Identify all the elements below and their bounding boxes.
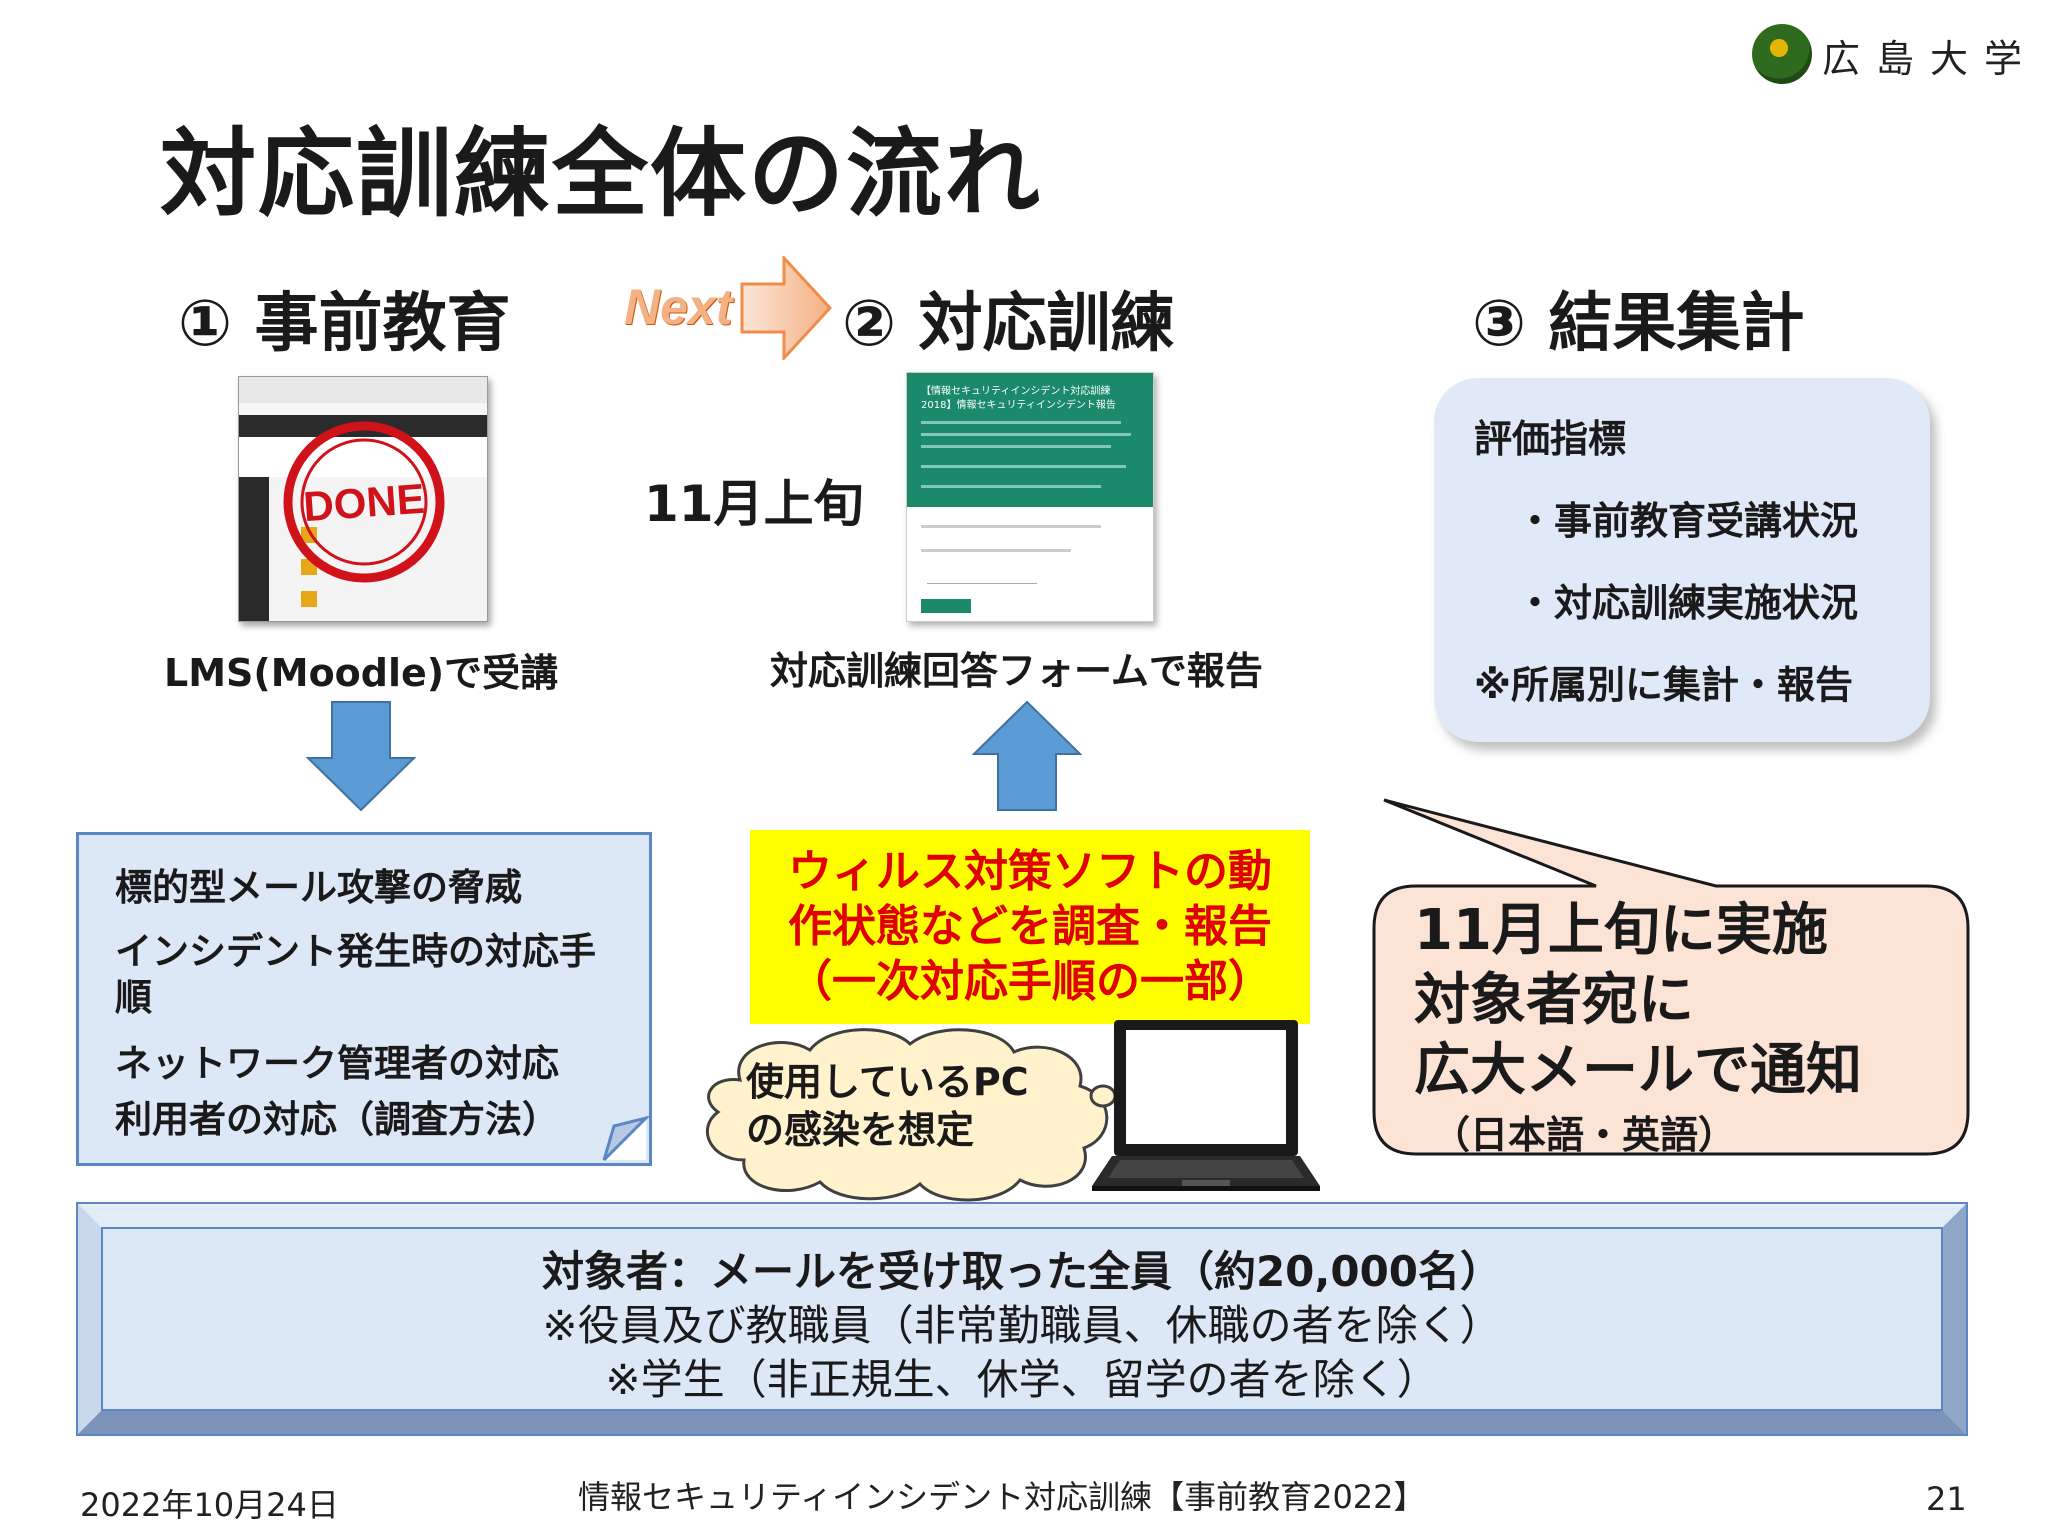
early-november-label: 11月上旬: [644, 475, 864, 533]
done-stamp-label: DONE: [302, 475, 426, 530]
university-logo: 広島大学: [1752, 20, 2032, 84]
next-label: Next: [624, 279, 733, 335]
form-header-text: 【情報セキュリティインシデント対応訓練2018】情報セキュリティインシデント報告: [921, 386, 1116, 411]
metric-training: ・対応訓練実施状況: [1516, 581, 1859, 625]
step-1-heading: ① 事前教育: [178, 287, 511, 361]
task-line-3: （一次対応手順の一部）: [788, 956, 1272, 1007]
page-title: 対応訓練全体の流れ: [160, 118, 1042, 230]
done-stamp-icon: DONE: [283, 421, 445, 583]
bevel-frame-icon: [76, 1202, 1968, 1436]
up-arrow-icon: [972, 700, 1082, 811]
lms-screenshot: DONE: [238, 376, 488, 622]
footer-date: 2022年10月24日: [80, 1486, 339, 1524]
cloud-line-1: 使用しているPC: [746, 1060, 1029, 1104]
target-student-note: ※学生（非正規生、休学、留学の者を除く）: [605, 1355, 1439, 1404]
callout-line-1: 11月上旬に実施: [1414, 898, 1828, 963]
response-form-screenshot: 【情報セキュリティインシデント対応訓練2018】情報セキュリティインシデント報告: [906, 372, 1154, 622]
topic-incident-procedure: インシデント発生時の対応手順: [115, 930, 596, 1019]
notification-callout: [1372, 798, 1970, 1156]
callout-line-3: 広大メールで通知: [1414, 1038, 1862, 1103]
folded-corner-icon: [602, 1115, 651, 1162]
step-2-heading: ② 対応訓練: [842, 287, 1175, 361]
metric-note: ※所属別に集計・報告: [1474, 663, 1853, 707]
target-staff-note: ※役員及び教職員（非常勤職員、休職の者を除く）: [542, 1301, 1502, 1350]
down-arrow-icon: [306, 701, 416, 812]
cloud-line-2: の感染を想定: [746, 1108, 975, 1152]
infection-assumption-text: 使用しているPC の感染を想定: [746, 1058, 1029, 1154]
page-number: 21: [1926, 1480, 1967, 1518]
footer-title: 情報セキュリティインシデント対応訓練【事前教育2022】: [578, 1478, 1426, 1516]
pre-education-topics-box: 標的型メール攻撃の脅威 インシデント発生時の対応手順 ネットワーク管理者の対応 …: [76, 832, 652, 1166]
target-audience-title: 対象者：メールを受け取った全員（約20,000名）: [541, 1247, 1503, 1296]
task-line-2: 作状態などを調査・報告: [788, 901, 1272, 952]
topic-network-admin: ネットワーク管理者の対応: [115, 1042, 559, 1085]
lms-caption: LMS(Moodle)で受講: [164, 651, 559, 695]
laptop-icon: [1092, 1020, 1320, 1191]
next-arrow-icon: [740, 256, 832, 360]
investigation-task-box: ウィルス対策ソフトの動 作状態などを調査・報告 （一次対応手順の一部）: [750, 830, 1310, 1024]
callout-line-2: 対象者宛に: [1414, 968, 1694, 1033]
topic-targeted-email: 標的型メール攻撃の脅威: [115, 866, 522, 909]
step-3-heading: ③ 結果集計: [1472, 287, 1805, 361]
task-line-1: ウィルス対策ソフトの動: [788, 846, 1272, 897]
callout-language-note: （日本語・英語）: [1432, 1113, 1737, 1157]
form-caption: 対応訓練回答フォームで報告: [770, 649, 1263, 693]
university-emblem-icon: [1752, 24, 1812, 84]
metric-pre-education: ・事前教育受講状況: [1516, 499, 1859, 543]
target-audience-box: 対象者：メールを受け取った全員（約20,000名） ※役員及び教職員（非常勤職員…: [76, 1202, 1968, 1436]
topic-user-response: 利用者の対応（調査方法）: [115, 1098, 559, 1141]
evaluation-metrics-box: 評価指標 ・事前教育受講状況 ・対応訓練実施状況 ※所属別に集計・報告: [1434, 378, 1930, 742]
university-name: 広島大学: [1822, 37, 2039, 81]
evaluation-metrics-heading: 評価指標: [1474, 417, 1627, 461]
